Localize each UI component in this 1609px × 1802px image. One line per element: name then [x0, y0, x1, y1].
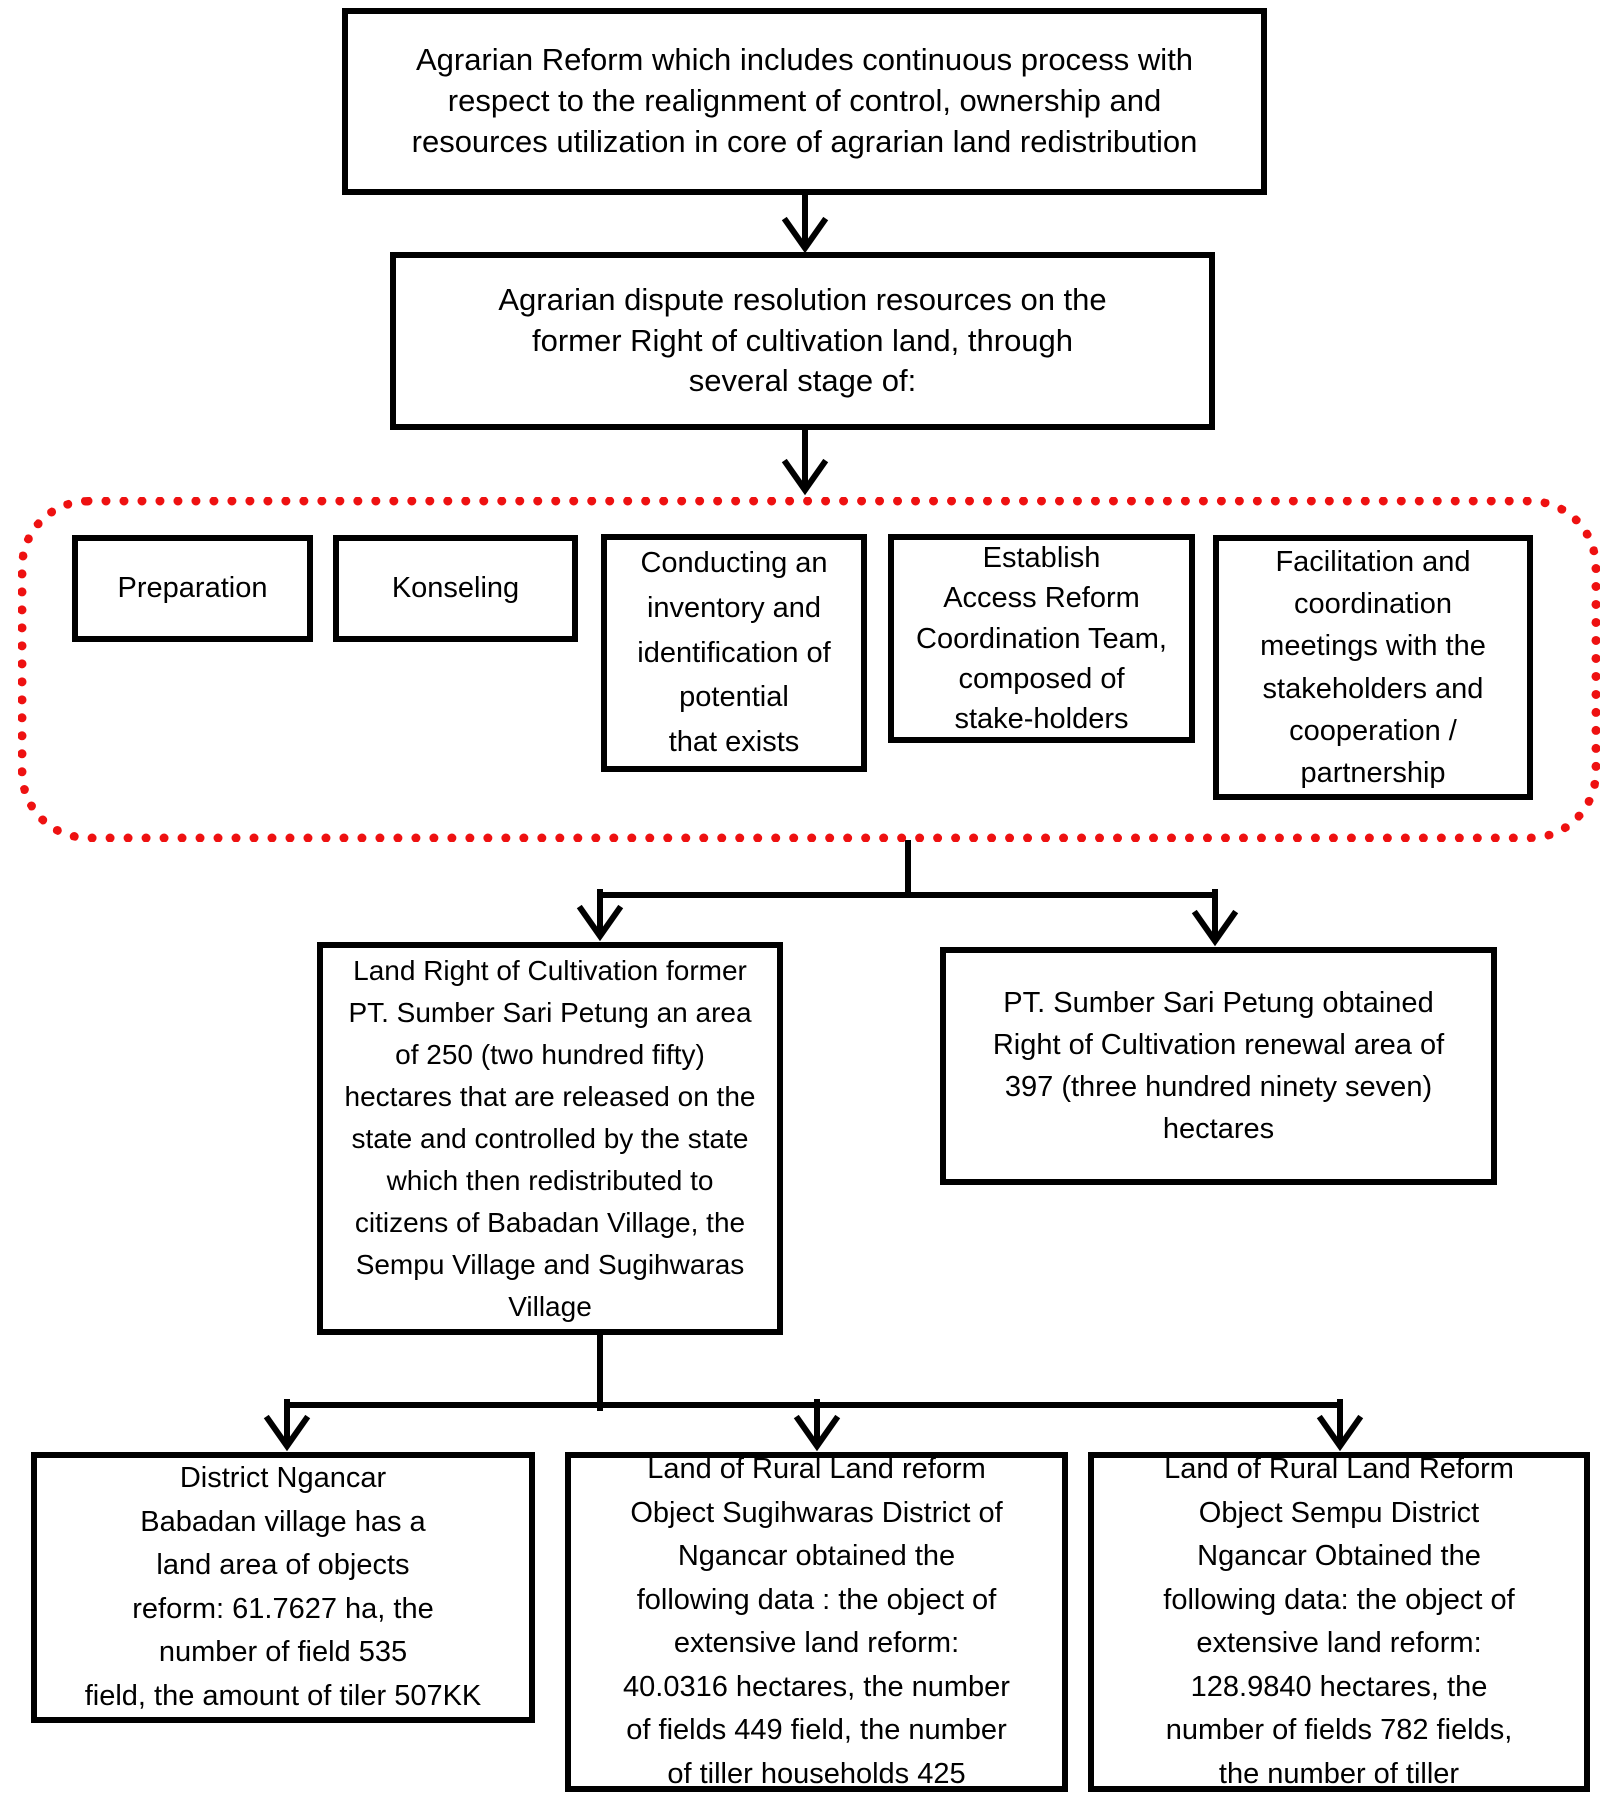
district-box-sempu: Land of Rural Land Reform Object Sempu D…	[1088, 1452, 1590, 1792]
stage-box-preparation: Preparation	[72, 535, 313, 642]
cultivation-release-result-box: Land Right of Cultivation former PT. Sum…	[317, 942, 783, 1335]
stage-box-facilitation-coordination: Facilitation and coordination meetings w…	[1213, 535, 1533, 800]
agrarian-reform-title-box: Agrarian Reform which includes continuou…	[342, 8, 1267, 195]
connector-leftresult-to-districts	[263, 1333, 1364, 1452]
dispute-resolution-box: Agrarian dispute resolution resources on…	[390, 252, 1215, 430]
stage-box-konseling: Konseling	[333, 535, 578, 642]
connector-stages-to-results	[576, 840, 1239, 947]
district-box-sugihwaras: Land of Rural Land reform Object Sugihwa…	[565, 1452, 1068, 1792]
district-box-babadan: District Ngancar Babadan village has a l…	[31, 1452, 535, 1723]
cultivation-renewal-result-box: PT. Sumber Sari Petung obtained Right of…	[940, 947, 1497, 1185]
stage-box-coordination-team: Establish Access Reform Coordination Tea…	[888, 534, 1195, 743]
stages-dotted-container	[18, 497, 1600, 842]
arrow-dispute-to-stages	[781, 428, 829, 496]
stage-box-inventory-identification: Conducting an inventory and identificati…	[601, 534, 867, 772]
arrow-title-to-dispute	[781, 193, 829, 254]
